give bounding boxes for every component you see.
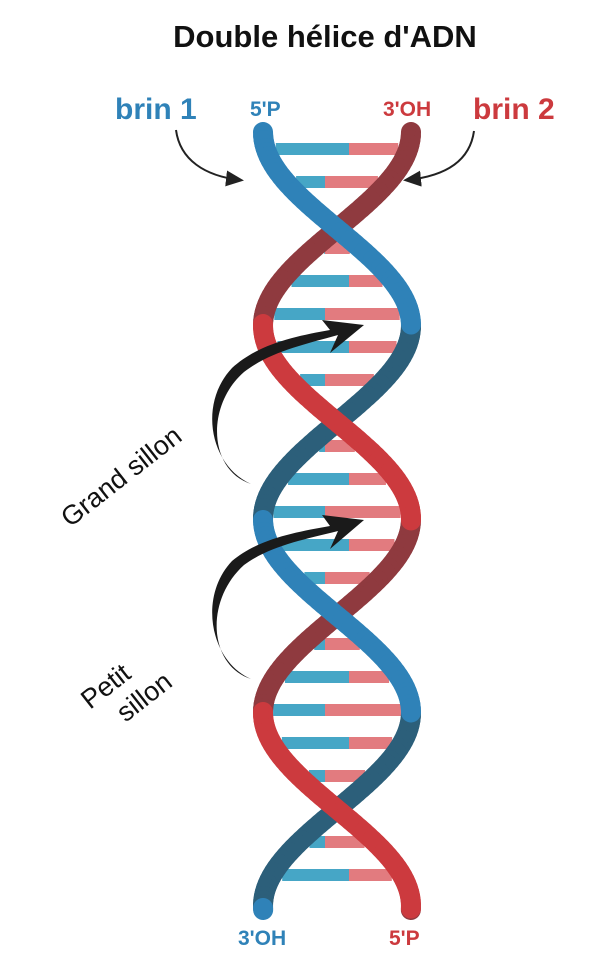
strand1-top-end-label: 5'P (250, 98, 281, 121)
base-pair-blue (273, 704, 325, 716)
base-pair-red (325, 176, 378, 188)
base-pairs (273, 143, 401, 881)
base-pair-red (349, 473, 386, 485)
base-pair-blue (281, 737, 349, 749)
base-pair-red (325, 638, 360, 650)
base-pair-red (325, 572, 370, 584)
page-title: Double hélice d'ADN (173, 19, 477, 54)
strand2-top-end-label: 3'OH (383, 98, 431, 121)
base-pair-blue (291, 275, 349, 287)
base-pair-red (349, 869, 392, 881)
curved-arrow-icon (212, 320, 364, 484)
base-pair-red (325, 374, 374, 386)
strand1-label: brin 1 (115, 93, 197, 126)
base-pair-red (349, 341, 397, 353)
base-pair-blue (314, 638, 325, 650)
base-pair-blue (282, 869, 349, 881)
base-pair-blue (279, 539, 349, 551)
base-pair-blue (275, 143, 349, 155)
base-pair-red (349, 737, 393, 749)
curved-arrow-icon (403, 130, 475, 187)
minor-groove-label: Petit sillon (75, 658, 177, 728)
base-pair-red (349, 539, 395, 551)
strands-front-layer (253, 122, 421, 920)
base-pair-blue (296, 176, 325, 188)
strand2-bottom-end-label: 5'P (389, 927, 420, 950)
base-pair-red (349, 671, 390, 683)
base-pair-red (349, 143, 399, 155)
major-groove-label: Grand sillon (55, 420, 187, 532)
base-pair-red (325, 308, 400, 320)
strand1-bottom-end-label: 3'OH (238, 927, 286, 950)
base-pair-red (325, 770, 366, 782)
base-pair-red (325, 704, 401, 716)
base-pair-red (349, 275, 383, 287)
base-pair-red (325, 506, 401, 518)
curved-arrow-icon (212, 515, 364, 679)
base-pair-red (325, 836, 365, 848)
curved-arrow-icon (175, 129, 244, 187)
base-pair-blue (273, 506, 325, 518)
strand2-label: brin 2 (473, 93, 555, 126)
base-pair-blue (288, 473, 349, 485)
base-pair-blue (284, 671, 349, 683)
base-pair-blue (274, 308, 325, 320)
